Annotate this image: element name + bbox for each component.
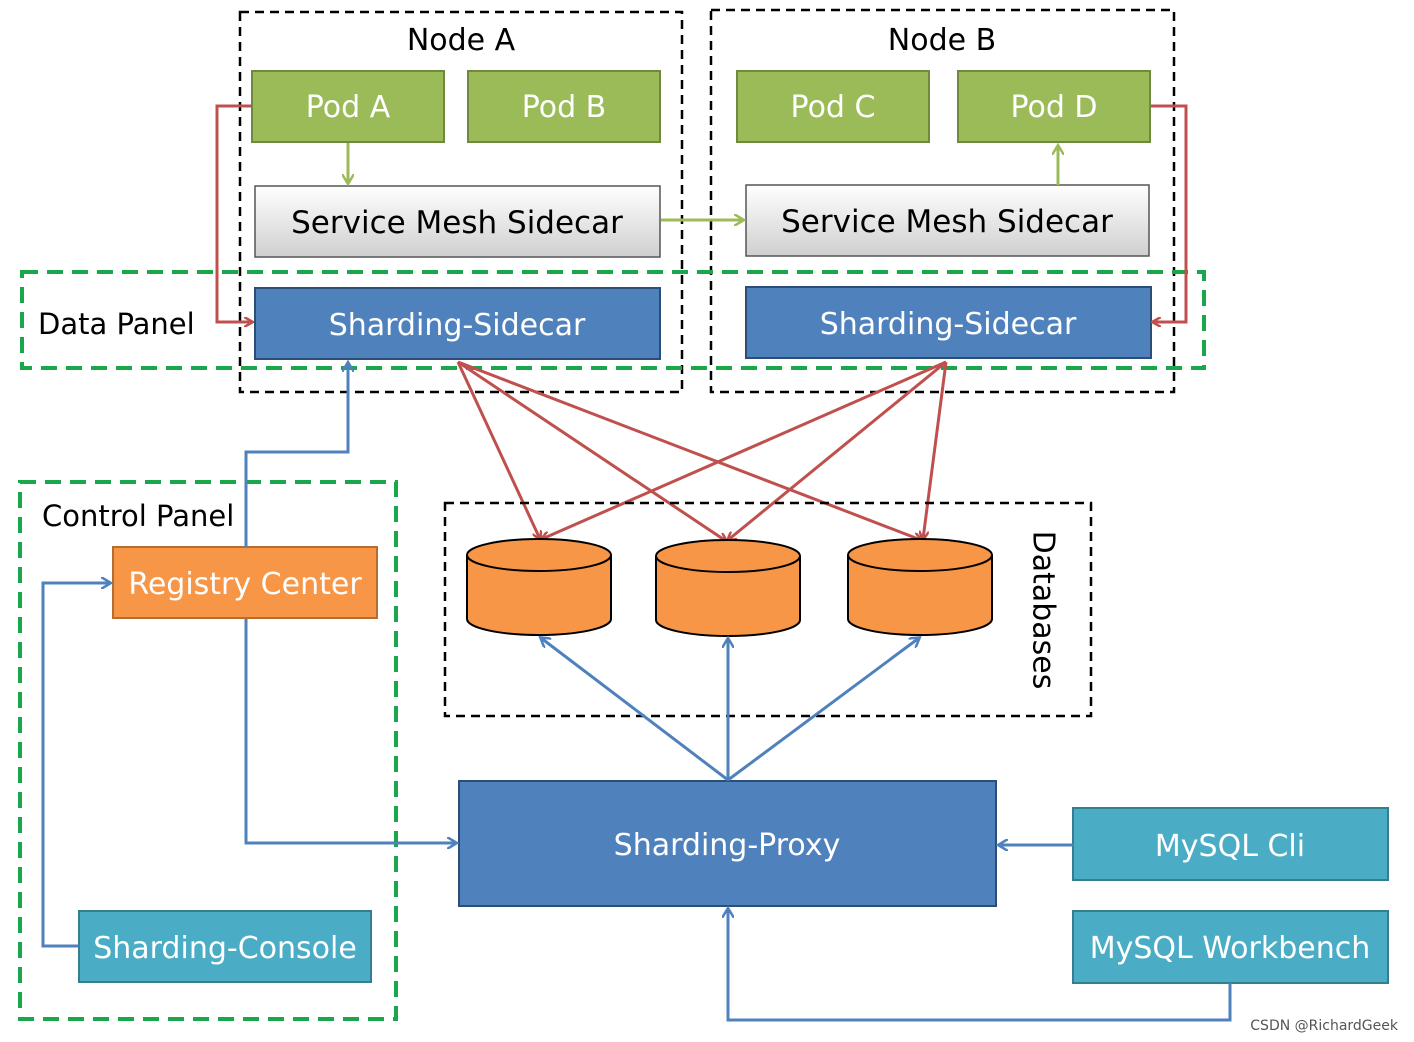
data-panel-boundary bbox=[20, 270, 1206, 370]
mysql-workbench: MySQL Workbench bbox=[1072, 910, 1389, 984]
svg-text:Sharding-Sidecar: Sharding-Sidecar bbox=[820, 307, 1077, 342]
svg-text:Pod C: Pod C bbox=[791, 90, 876, 125]
mysql-cli: MySQL Cli bbox=[1072, 807, 1389, 881]
service-mesh-sidecar-a: Service Mesh Sidecar bbox=[254, 185, 661, 258]
database-1 bbox=[466, 538, 612, 636]
pod-d: Pod D bbox=[957, 70, 1151, 143]
svg-text:MySQL Workbench: MySQL Workbench bbox=[1090, 931, 1371, 966]
pod-c: Pod C bbox=[736, 70, 930, 143]
sharding-proxy: Sharding-Proxy bbox=[458, 780, 997, 907]
svg-text:Pod D: Pod D bbox=[1010, 90, 1097, 125]
arrow-pod-a-to-sharding-sidecar bbox=[215, 104, 252, 322]
registry-center: Registry Center bbox=[112, 546, 378, 619]
control-panel-label: Control Panel bbox=[42, 499, 234, 533]
node-a-boundary bbox=[238, 10, 684, 394]
svg-text:Pod B: Pod B bbox=[522, 90, 607, 125]
databases-label: Databases bbox=[1026, 531, 1061, 690]
blue-arrows bbox=[41, 363, 1232, 1022]
database-3 bbox=[847, 538, 993, 636]
svg-text:Service Mesh Sidecar: Service Mesh Sidecar bbox=[781, 204, 1113, 240]
sharding-sidecar-b: Sharding-Sidecar bbox=[745, 286, 1152, 359]
svg-text:Service Mesh Sidecar: Service Mesh Sidecar bbox=[291, 205, 623, 241]
watermark: CSDN @RichardGeek bbox=[1250, 1018, 1399, 1034]
sharding-console: Sharding-Console bbox=[78, 910, 372, 983]
service-mesh-sidecar-b: Service Mesh Sidecar bbox=[745, 184, 1150, 257]
svg-text:Registry Center: Registry Center bbox=[128, 567, 362, 602]
svg-text:Sharding-Sidecar: Sharding-Sidecar bbox=[329, 308, 586, 343]
svg-text:Sharding-Console: Sharding-Console bbox=[93, 931, 357, 966]
sidecar-to-db-arrows bbox=[456, 360, 948, 541]
svg-text:MySQL Cli: MySQL Cli bbox=[1155, 829, 1305, 864]
database-2 bbox=[655, 539, 801, 637]
pod-b: Pod B bbox=[467, 70, 661, 143]
control-panel-boundary bbox=[18, 480, 398, 1021]
data-panel-label: Data Panel bbox=[38, 307, 195, 341]
svg-text:Sharding-Proxy: Sharding-Proxy bbox=[614, 828, 841, 863]
sharding-sidecar-a: Sharding-Sidecar bbox=[254, 287, 661, 360]
node-a-title: Node A bbox=[407, 23, 516, 58]
pod-a: Pod A bbox=[251, 70, 445, 143]
node-b-title: Node B bbox=[888, 23, 996, 58]
node-b-boundary bbox=[709, 8, 1176, 394]
databases-boundary bbox=[443, 501, 1093, 718]
svg-text:Pod A: Pod A bbox=[306, 90, 391, 125]
arrow-pod-d-to-sharding-sidecar bbox=[1151, 104, 1188, 322]
